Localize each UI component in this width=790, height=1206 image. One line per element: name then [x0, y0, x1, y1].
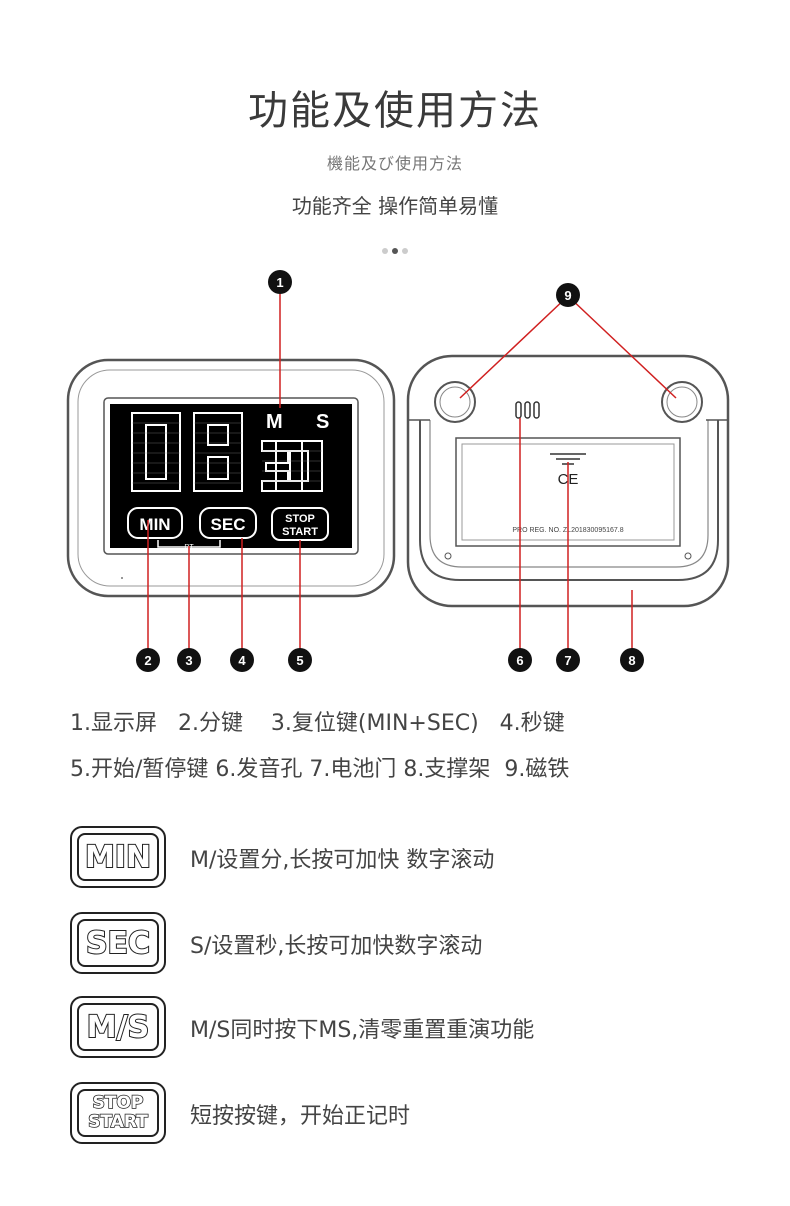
magnet-left	[434, 381, 476, 423]
magnet-right	[661, 381, 703, 423]
svg-text:7: 7	[564, 653, 571, 668]
page-title: 功能及使用方法	[248, 88, 542, 134]
svg-text:2: 2	[144, 653, 151, 668]
svg-text:8: 8	[628, 653, 635, 668]
carousel-dot[interactable]	[402, 248, 408, 254]
legend-line-2: 5.开始/暂停键 6.发音孔 7.电池门 8.支撑架 9.磁铁	[70, 757, 570, 782]
instruction-sec-text: S/设置秒,长按可加快数字滚动	[190, 934, 483, 959]
display-m-label: M	[266, 411, 283, 433]
carousel-dot[interactable]	[382, 248, 388, 254]
product-diagram: M S MIN SEC STOP START RT CE PRO REG. NO…	[66, 270, 730, 672]
front-view: M S MIN SEC STOP START RT	[66, 358, 396, 598]
carousel-dots	[0, 239, 790, 258]
instruction-startstop-text: 短按按键，开始正记时	[190, 1104, 411, 1129]
page-tagline: 功能齐全 操作简单易懂	[291, 194, 499, 218]
legend-line-1: 1.显示屏 2.分键 3.复位键(MIN+SEC) 4.秒键	[70, 711, 565, 736]
sec-key-icon: SEC	[70, 912, 166, 974]
svg-text:MIN: MIN	[139, 515, 170, 534]
startstop-key-icon: STOP START	[70, 1082, 166, 1144]
instruction-min-text: M/设置分,长按可加快 数字滚动	[190, 848, 495, 873]
svg-text:START: START	[282, 526, 318, 538]
svg-text:1: 1	[276, 275, 283, 290]
display-s-label: S	[316, 411, 329, 433]
device-min-button	[127, 507, 183, 539]
carousel-dot-active[interactable]	[392, 248, 398, 254]
instruction-ms-text: M/S同时按下MS,清零重置重演功能	[190, 1018, 535, 1043]
svg-text:SEC: SEC	[211, 515, 246, 534]
min-key-icon: MIN	[70, 826, 166, 888]
svg-text:STOP: STOP	[285, 513, 315, 525]
svg-text:6: 6	[516, 653, 523, 668]
ms-key-icon: M/S	[70, 996, 166, 1058]
svg-text:3: 3	[185, 653, 192, 668]
svg-text:9: 9	[564, 288, 571, 303]
page-subtitle: 機能及び使用方法	[326, 154, 463, 173]
svg-text:4: 4	[238, 653, 246, 668]
svg-text:5: 5	[296, 653, 303, 668]
device-sec-button	[199, 507, 257, 539]
